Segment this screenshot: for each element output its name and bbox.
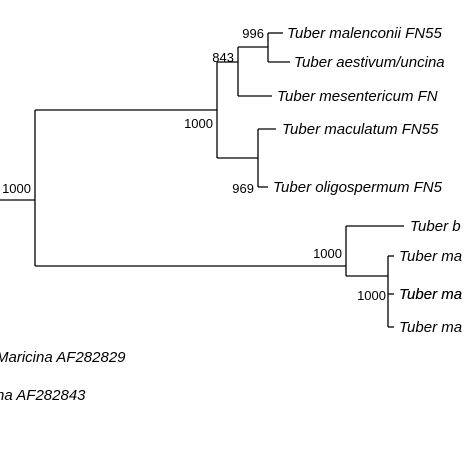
support-value: 969	[232, 181, 254, 196]
taxon-label: Tuber b	[410, 218, 461, 235]
support-value: 1000	[184, 116, 213, 131]
taxon-label: Tuber ma	[399, 319, 462, 336]
support-value: 1000	[357, 288, 386, 303]
taxon-label: Tuber ma	[399, 286, 462, 303]
taxon-label: Tuber ma	[399, 286, 462, 303]
taxon-label: Tuber mesentericum FN	[277, 88, 438, 105]
taxon-label: Tuber ma	[399, 248, 462, 265]
taxon-label: Tuber oligospermum FN5	[273, 179, 443, 196]
support-value: 1000	[313, 246, 342, 261]
taxon-label: Tuber malenconii FN55	[287, 25, 442, 42]
support-value: 1000	[2, 181, 31, 196]
support-value: 843	[212, 50, 234, 65]
taxon-label: Tuber aestivum/uncina	[294, 54, 445, 71]
taxon-label: Tuber maculatum FN55	[282, 121, 439, 138]
taxon-label: na AF282843	[0, 387, 86, 404]
support-value: 996	[242, 26, 264, 41]
taxon-label: Maricina AF282829	[0, 349, 126, 366]
